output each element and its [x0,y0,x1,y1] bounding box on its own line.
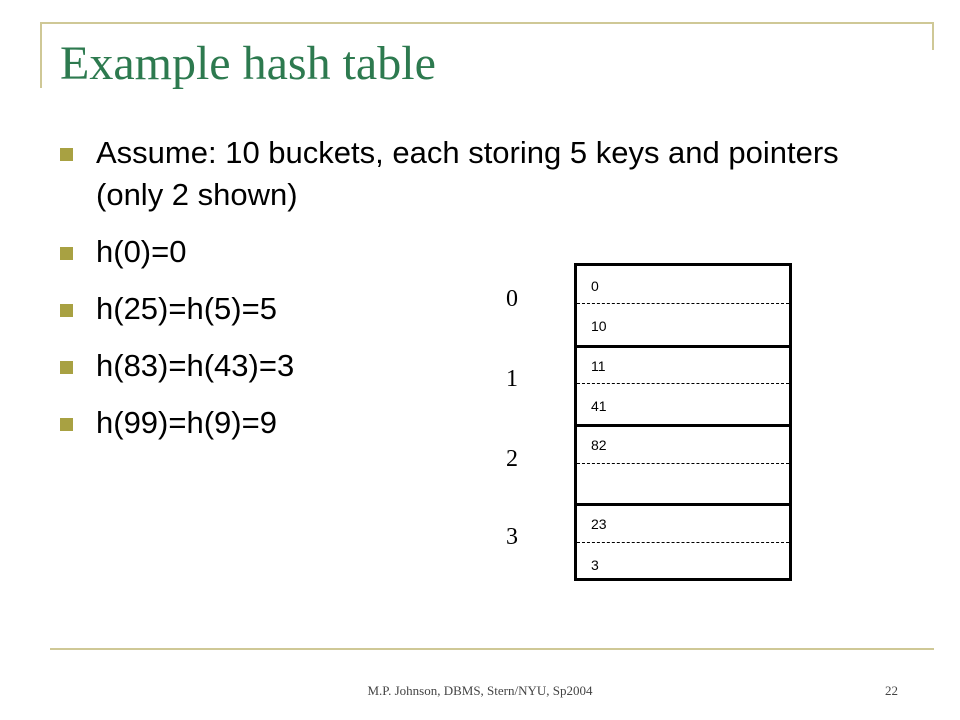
slide-footer: M.P. Johnson, DBMS, Stern/NYU, Sp2004 [367,683,593,698]
bullet-item: h(99)=h(9)=9 [60,402,920,444]
bullet-square-icon [60,148,73,161]
bucket-key: 3 [591,557,599,573]
bullet-square-icon [60,418,73,431]
frame-top-rule [42,22,934,24]
bucket-key: 82 [591,437,607,453]
bullet-text: h(0)=0 [96,234,187,269]
bullet-item: h(25)=h(5)=5 [60,288,920,330]
frame-left-rule [40,22,42,88]
frame-right-rule [932,22,934,50]
bullet-text: h(25)=h(5)=5 [96,291,277,326]
bucket-index-label: 0 [506,286,518,312]
slide-title: Example hash table [60,37,436,90]
bullet-square-icon [60,304,73,317]
bucket-key: 23 [591,516,607,532]
bucket-key: 10 [591,318,607,334]
slot-divider [577,542,789,543]
hash-bucket-table: 0 10 11 41 82 23 3 [574,263,792,581]
bucket-key: 41 [591,398,607,414]
hash-bucket: 11 41 [577,345,789,424]
hash-bucket: 23 3 [577,503,789,581]
bucket-key: 11 [591,358,606,374]
footer-rule [50,648,934,650]
bullet-item: h(83)=h(43)=3 [60,345,920,387]
bullet-text: Assume: 10 buckets, each storing 5 keys … [96,135,839,212]
bucket-index-label: 2 [506,446,518,472]
slot-divider [577,463,789,464]
bullet-square-icon [60,247,73,260]
bullet-text: h(99)=h(9)=9 [96,405,277,440]
slot-divider [577,383,789,384]
hash-bucket: 0 10 [577,266,789,345]
bullet-list: Assume: 10 buckets, each storing 5 keys … [60,132,920,459]
slot-divider [577,303,789,304]
bullet-item: Assume: 10 buckets, each storing 5 keys … [60,132,920,216]
bullet-item: h(0)=0 [60,231,920,273]
hash-bucket: 82 [577,424,789,503]
bucket-index-label: 1 [506,366,518,392]
bullet-text: h(83)=h(43)=3 [96,348,295,383]
bullet-square-icon [60,361,73,374]
bucket-index-label: 3 [506,524,518,550]
page-number: 22 [885,683,898,698]
bucket-key: 0 [591,278,599,294]
